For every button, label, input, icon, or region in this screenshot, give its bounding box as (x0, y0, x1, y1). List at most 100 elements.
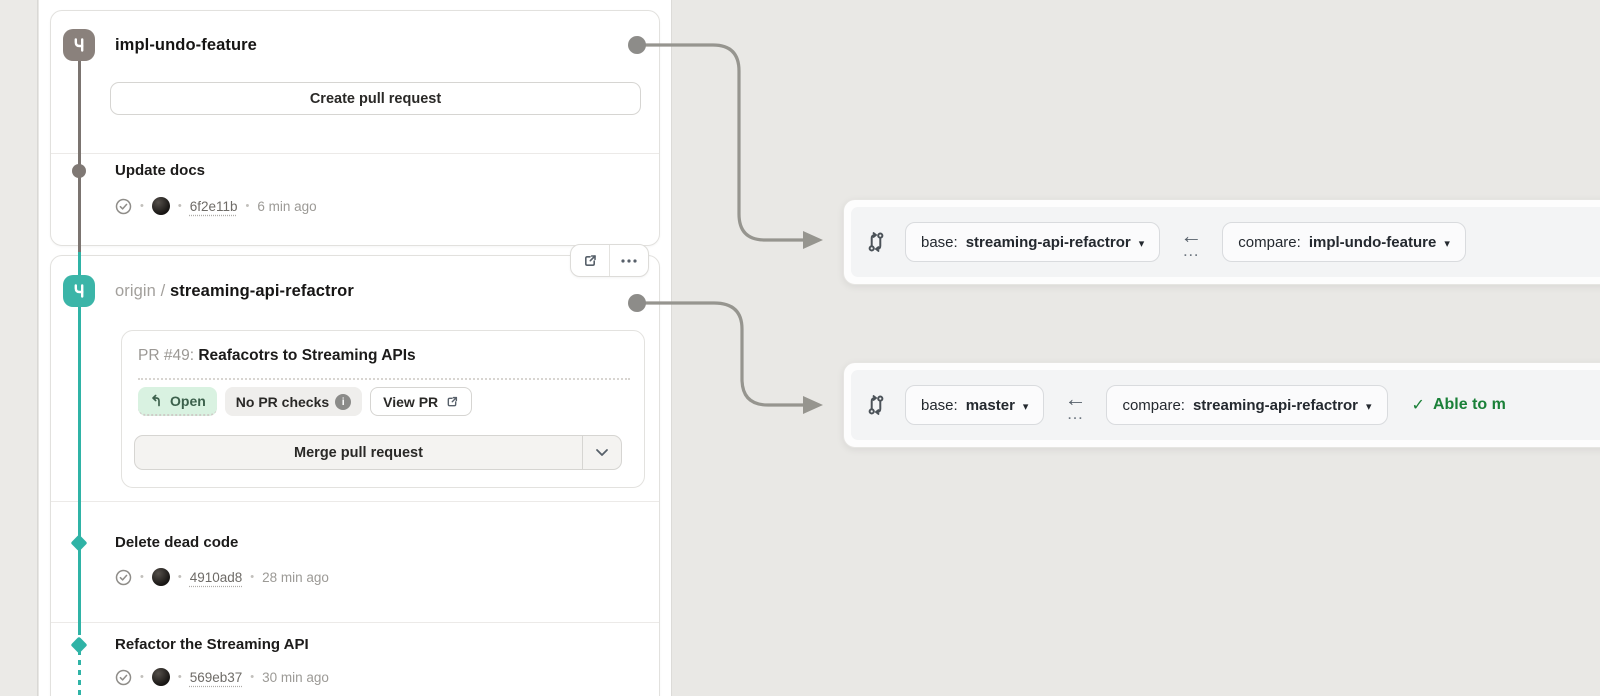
branch-card-toolbar (570, 244, 649, 277)
caret-down-icon: ▾ (1138, 237, 1145, 250)
commit-meta-row: • • 4910ad8 • 28 min ago (115, 568, 329, 586)
pr-checks-label: No PR checks (235, 393, 330, 410)
pull-request-card: PR #49: Reafacotrs to Streaming APIs Ope… (121, 330, 645, 488)
divider (51, 501, 659, 502)
external-link-icon (447, 396, 458, 406)
kebab-menu-icon (621, 258, 637, 263)
check-icon: ✓ (1411, 397, 1425, 414)
separator: • (245, 200, 250, 212)
ellipsis-icon: … (1066, 404, 1085, 423)
commit-hash-link[interactable]: 4910ad8 (189, 569, 243, 585)
branch-name-text: streaming-api-refactror (170, 282, 354, 300)
view-pr-label: View PR (383, 393, 439, 410)
commit-meta-row: • • 6f2e11b • 6 min ago (115, 197, 317, 215)
compare-bar-streaming-api-refactror: base: master ▾ ← … compare: streaming-api-r… (843, 362, 1600, 448)
chevron-down-icon (596, 449, 608, 456)
author-avatar (151, 668, 170, 686)
commit-check-icon (115, 669, 132, 685)
external-link-icon (585, 254, 596, 266)
commit-hash-link[interactable]: 569eb37 (189, 669, 243, 685)
compare-branch-dropdown[interactable]: compare: impl-undo-feature ▾ (1222, 222, 1466, 262)
compare-direction: ← … (1062, 386, 1088, 423)
branch-icon-remote (63, 275, 95, 307)
merge-options-dropdown[interactable] (582, 436, 621, 469)
compare-bar-inner: base: master ▾ ← … compare: streaming-api-r… (851, 370, 1600, 440)
compare-branch-name: impl-undo-feature (1308, 233, 1437, 251)
info-icon[interactable]: i (335, 393, 352, 410)
separator: • (177, 671, 182, 683)
compare-branch-dropdown[interactable]: compare: streaming-api-refactror ▾ (1106, 385, 1388, 425)
pr-badge-row: Open No PR checks i View PR (138, 387, 473, 416)
more-options-button[interactable] (609, 245, 648, 276)
compare-bar-impl-undo-feature: base: streaming-api-refactror ▾ ← … compar… (843, 199, 1600, 285)
pr-number: PR #49: (138, 347, 195, 364)
open-in-browser-button[interactable] (571, 245, 609, 276)
merge-pull-request-button[interactable]: Merge pull request (294, 444, 423, 461)
separator: • (250, 671, 255, 683)
pr-title-row[interactable]: PR #49: Reafacotrs to Streaming APIs (138, 347, 416, 365)
base-branch-dropdown[interactable]: base: streaming-api-refactror ▾ (905, 222, 1161, 262)
pr-status-label: Open (170, 392, 206, 409)
merge-status: ✓ Able to m (1412, 395, 1506, 415)
separator: • (140, 200, 144, 212)
lane-line-teal-dotted (78, 630, 81, 696)
separator: • (250, 571, 255, 583)
separator: • (177, 200, 182, 212)
lane-line-teal (78, 252, 81, 630)
base-branch-name: master (965, 396, 1015, 414)
caret-down-icon: ▾ (1444, 237, 1450, 250)
dotted-divider (138, 378, 630, 380)
commit-time: 6 min ago (257, 198, 317, 214)
base-label: base: (921, 233, 958, 251)
remote-prefix: origin / (115, 282, 166, 300)
compare-label: compare: (1238, 233, 1301, 251)
caret-down-icon: ▾ (1366, 400, 1372, 413)
branch-name[interactable]: impl-undo-feature (115, 36, 257, 54)
commit-hash-link[interactable]: 6f2e11b (189, 198, 238, 214)
branch-name[interactable]: origin / streaming-api-refactror (115, 282, 354, 301)
compare-direction: ← … (1178, 223, 1204, 260)
left-gutter (0, 0, 38, 696)
author-avatar (151, 197, 170, 215)
branch-icon-local (63, 29, 95, 61)
merge-status-text: Able to m (1432, 396, 1506, 413)
commit-time: 30 min ago (262, 669, 329, 685)
commit-marker-dot (72, 164, 86, 178)
author-avatar (151, 568, 170, 586)
create-pull-request-button[interactable]: Create pull request (110, 82, 641, 115)
pull-request-arrow-icon (152, 394, 160, 407)
commit-time: 28 min ago (262, 569, 329, 585)
commit-title[interactable]: Refactor the Streaming API (115, 636, 309, 653)
git-branch-icon (74, 284, 84, 298)
separator: • (177, 571, 182, 583)
commit-check-icon (115, 569, 132, 585)
base-label: base: (921, 396, 958, 414)
merge-split-button: Merge pull request (134, 435, 622, 470)
pr-checks-badge[interactable]: No PR checks i (224, 387, 363, 416)
base-branch-dropdown[interactable]: base: master ▾ (905, 385, 1045, 425)
ellipsis-icon: … (1182, 241, 1201, 260)
view-pr-button[interactable]: View PR (370, 387, 473, 416)
pr-status-badge[interactable]: Open (138, 387, 217, 416)
arrow-left-icon: ← (1180, 223, 1203, 248)
compare-label: compare: (1122, 396, 1185, 414)
compare-branch-name: streaming-api-refactror (1192, 396, 1359, 414)
separator: • (140, 571, 144, 583)
commit-title[interactable]: Update docs (115, 162, 206, 179)
arrow-left-icon: ← (1064, 386, 1087, 411)
pr-title: Reafacotrs to Streaming APIs (198, 347, 416, 364)
branch-card-impl-undo-feature (50, 10, 660, 246)
git-branch-icon (74, 38, 84, 52)
compare-bar-inner: base: streaming-api-refactror ▾ ← … compar… (851, 207, 1600, 277)
divider (51, 622, 659, 623)
lane-line-gray (78, 60, 81, 252)
caret-down-icon: ▾ (1022, 400, 1029, 413)
git-compare-icon (868, 232, 884, 252)
commit-check-icon (115, 198, 132, 214)
git-compare-icon (868, 395, 884, 415)
divider (51, 153, 659, 154)
commit-title[interactable]: Delete dead code (115, 534, 239, 551)
base-branch-name: streaming-api-refactror (965, 233, 1131, 251)
separator: • (140, 671, 144, 683)
